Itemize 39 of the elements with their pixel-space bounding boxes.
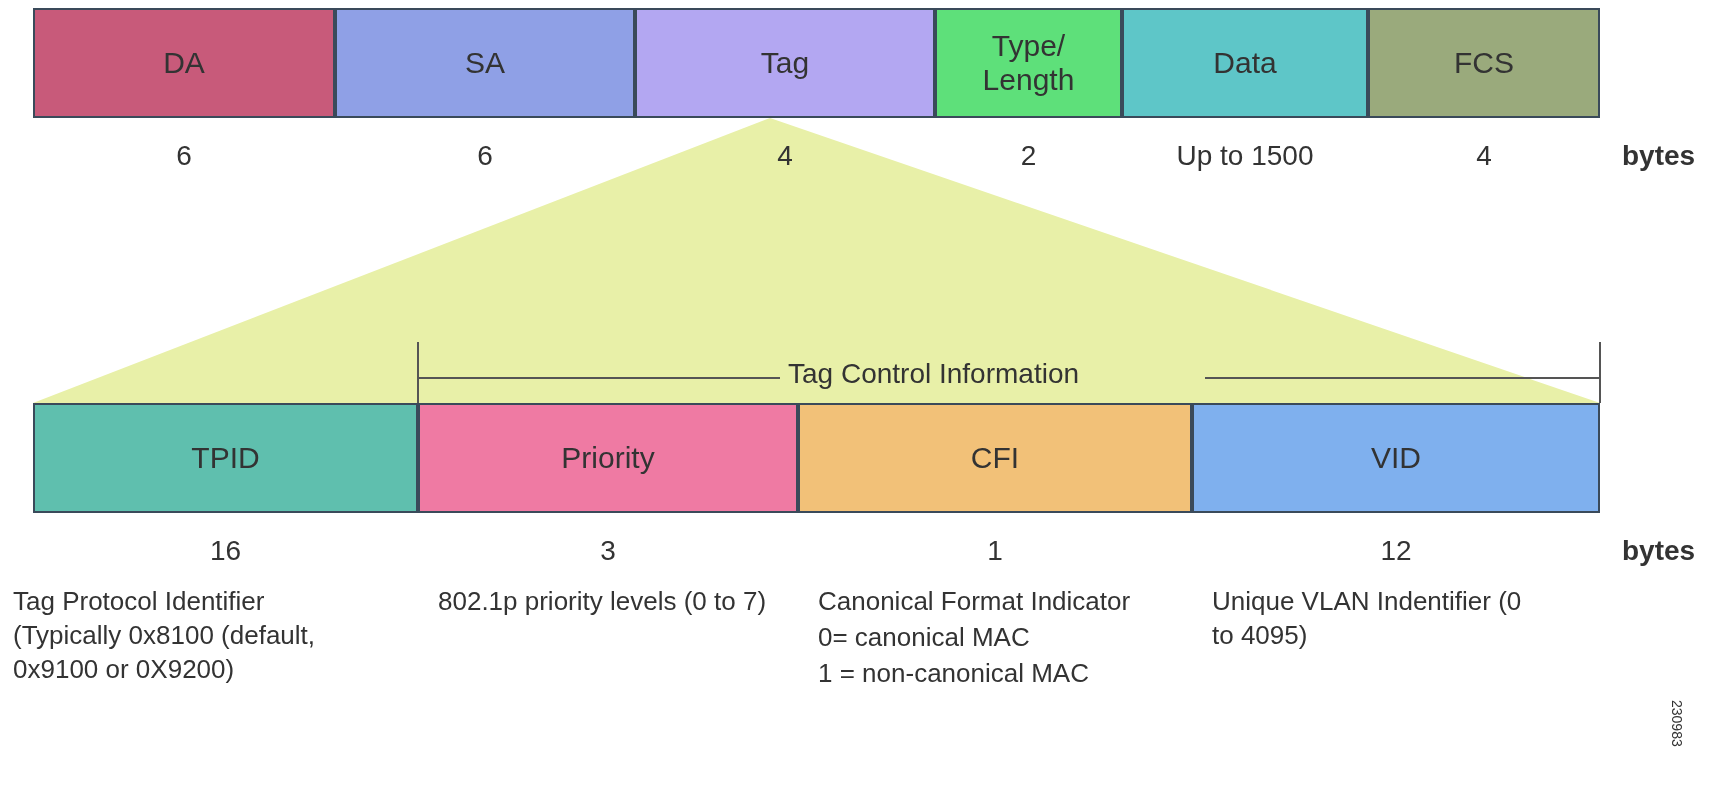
- byte-count: 6: [175, 140, 193, 172]
- byte-count: 6: [476, 140, 494, 172]
- byte-count: 2: [1019, 140, 1038, 172]
- byte-count: 1: [986, 535, 1004, 567]
- field-description: 0= canonical MAC: [818, 621, 1031, 654]
- field-name: DA: [163, 46, 205, 80]
- field-description: Tag Protocol Identifier (Typically 0x8100 (default, 0x9100 or 0X9200): [13, 585, 317, 686]
- byte-count: 4: [776, 140, 794, 172]
- cfi-field: [798, 403, 1192, 513]
- field-name: Data: [1213, 46, 1277, 80]
- unit-label: bytes: [1622, 140, 1696, 172]
- tpid-field: [33, 403, 418, 513]
- vid-field: [1192, 403, 1600, 513]
- field-description: 802.1p priority levels (0 to 7): [438, 585, 768, 618]
- field-name: SA: [465, 46, 505, 80]
- byte-count: 3: [599, 535, 617, 567]
- priority-field: [418, 403, 798, 513]
- sa-field: [335, 8, 635, 118]
- field-name: Type/ Length: [981, 29, 1076, 97]
- byte-count: 12: [1379, 535, 1413, 567]
- byte-count: 16: [208, 535, 243, 567]
- byte-count: 4: [1475, 140, 1493, 172]
- field-name: FCS: [1454, 46, 1514, 80]
- field-name: Tag: [760, 46, 810, 80]
- byte-count: Up to 1500: [1175, 140, 1315, 172]
- field-description: Unique VLAN Indentifier (0 to 4095): [1212, 585, 1523, 652]
- type-length-field: [935, 8, 1122, 118]
- tag-field: [635, 8, 935, 118]
- field-name: Priority: [561, 441, 655, 475]
- unit-label: bytes: [1622, 535, 1696, 567]
- figure-number: 230983: [1669, 700, 1685, 747]
- data-field: [1122, 8, 1368, 118]
- field-description: Canonical Format Indicator: [818, 585, 1132, 618]
- da-field: [33, 8, 335, 118]
- field-name: VID: [1371, 441, 1421, 475]
- field-name: CFI: [970, 441, 1020, 475]
- fcs-field: [1368, 8, 1600, 118]
- field-description: 1 = non-canonical MAC: [818, 657, 1090, 690]
- field-name: TPID: [191, 441, 260, 475]
